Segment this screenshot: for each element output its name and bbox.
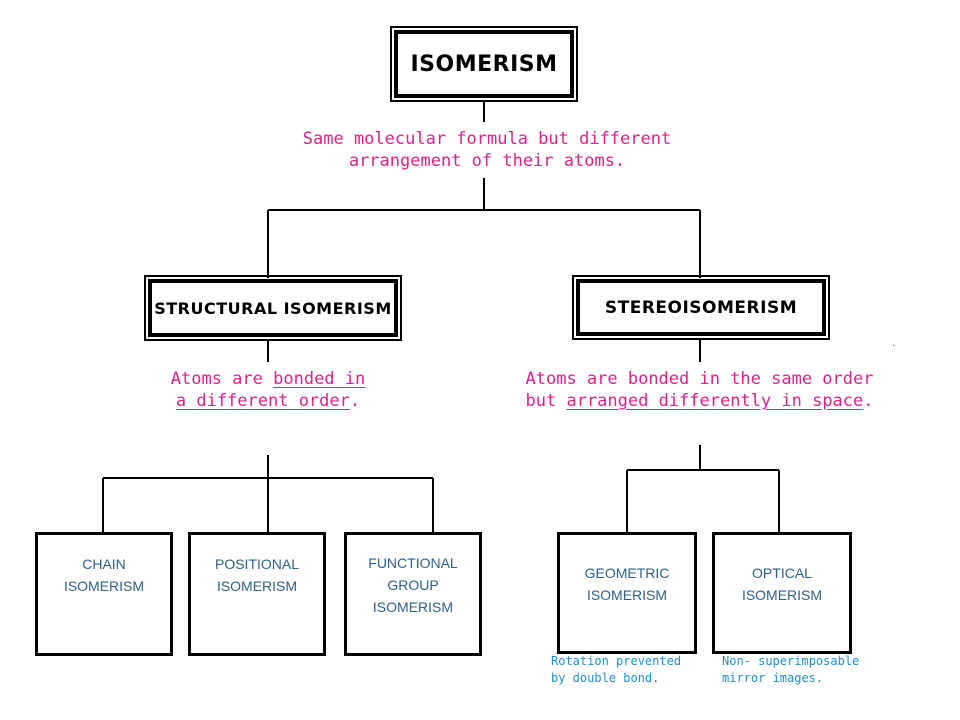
optical-isomerism-label: OPTICAL ISOMERISM [741,565,823,603]
positional-isomerism-box: POSITIONAL ISOMERISM [188,532,326,656]
geometric-isomerism-box: GEOMETRIC ISOMERISM [557,532,697,654]
stereo-desc-end: . [863,391,874,411]
structural-desc-underlined: bonded in a different order [175,369,366,411]
stereoisomerism-box: STEREOISOMERISM [572,275,830,340]
functional-group-isomerism-box: FUNCTIONAL GROUP ISOMERISM [344,532,482,656]
isomerism-title: ISOMERISM [410,51,558,77]
chain-isomerism-box: CHAIN ISOMERISM [35,532,173,656]
geometric-isomerism-label: GEOMETRIC ISOMERISM [584,565,670,603]
geometric-note: Rotation prevented by double bond. [551,654,682,685]
structural-isomerism-box: STRUCTURAL ISOMERISM [144,275,402,341]
structural-isomerism-title: STRUCTURAL ISOMERISM [154,298,392,318]
isomerism-box: ISOMERISM [390,26,578,102]
stereoisomerism-title: STEREOISOMERISM [604,297,798,318]
optical-isomerism-box: OPTICAL ISOMERISM [712,532,852,654]
stray-mark: . [892,338,896,349]
structural-desc-end: . [349,391,361,411]
structural-desc-start: Atoms are [170,369,263,389]
functional-group-isomerism-label: FUNCTIONAL GROUP ISOMERISM [368,555,458,615]
chain-isomerism-label: CHAIN ISOMERISM [63,556,145,594]
isomerism-definition: Same molecular formula but different arr… [302,129,672,171]
stereo-desc-underlined: arranged differently in space [566,391,864,411]
positional-isomerism-label: POSITIONAL ISOMERISM [214,556,300,594]
optical-note: Non- superimposable mirror images. [722,654,860,685]
stereo-desc-start: Atoms are bonded in the same order but [525,369,874,411]
stereo-description: Atoms are bonded in the same order but a… [522,368,877,412]
structural-description: Atoms are bonded in a different order. [168,368,368,412]
